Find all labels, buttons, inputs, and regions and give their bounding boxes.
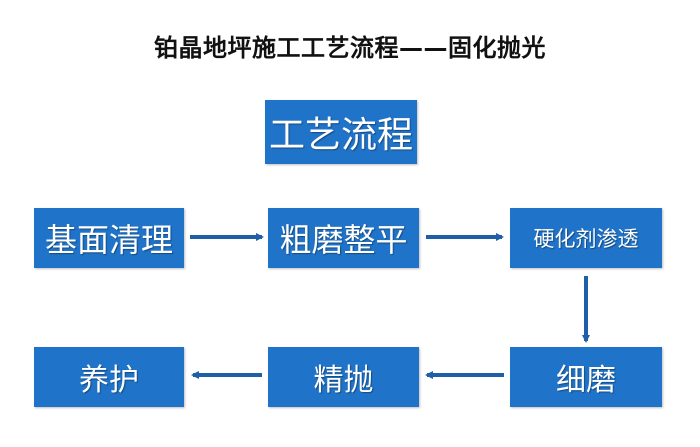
step-box-hardener-penetration: 硬化剂渗透 — [510, 208, 662, 268]
step-label: 养护 — [79, 363, 139, 398]
step-box-fine-polishing: 精抛 — [268, 347, 419, 407]
step-box-fine-grinding: 细磨 — [510, 347, 662, 407]
process-header-label: 工艺流程 — [268, 115, 413, 156]
step-label: 细磨 — [556, 363, 616, 398]
process-header-box: 工艺流程 — [265, 100, 417, 164]
step-box-rough-grinding: 粗磨整平 — [268, 208, 419, 268]
step-label: 基面清理 — [44, 221, 173, 259]
step-label: 精抛 — [313, 363, 374, 398]
diagram-title: 铂晶地坪施工工艺流程——固化抛光 — [154, 34, 546, 62]
step-box-base-cleaning: 基面清理 — [34, 208, 184, 268]
step-box-curing: 养护 — [34, 347, 184, 407]
step-label: 硬化剂渗透 — [533, 227, 639, 251]
step-label: 粗磨整平 — [279, 221, 408, 259]
